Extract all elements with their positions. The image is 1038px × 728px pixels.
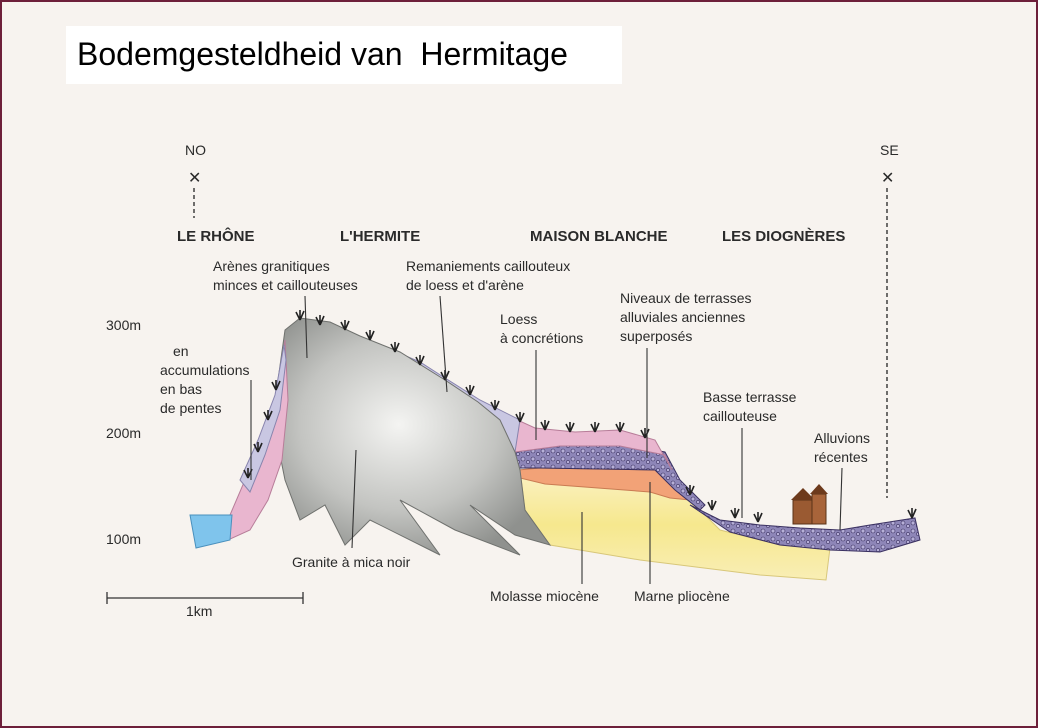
slide-title: Bodemgesteldheid van Hermitage [77, 36, 568, 72]
label-granite: Granite à mica noir [292, 554, 411, 570]
label-accum-line2: accumulations [160, 362, 250, 378]
label-remaniements-line2: de loess et d'arène [406, 277, 524, 293]
label-niveaux-line3: superposés [620, 328, 692, 344]
scale-bar [106, 592, 304, 604]
vines [243, 310, 917, 523]
label-niveaux-line2: alluviales anciennes [620, 309, 745, 325]
label-remaniements-line1: Remaniements caillouteux [406, 258, 570, 274]
label-molasse: Molasse miocène [490, 588, 599, 604]
lower-terrace-layer [689, 504, 921, 553]
altitude-200: 200m [106, 425, 141, 441]
leader-granite [351, 449, 357, 549]
direction-no: NO [185, 142, 206, 158]
label-marne: Marne pliocène [634, 588, 730, 604]
label-basse-line2: caillouteuse [703, 408, 777, 424]
cross-marker-right-icon: ✕ [881, 170, 894, 187]
label-accum-line1: en [173, 343, 189, 359]
label-loess-line2: à concrétions [500, 330, 583, 346]
scale-label: 1km [186, 603, 212, 619]
title-box [66, 26, 622, 84]
label-niveaux-line1: Niveaux de terrasses [620, 290, 752, 306]
label-arenes-line1: Arènes granitiques [213, 258, 330, 274]
place-maison-blanche: MAISON BLANCHE [530, 228, 668, 245]
leader-arenes [304, 295, 308, 359]
granite-layer [274, 317, 552, 556]
altitude-300: 300m [106, 317, 141, 333]
label-accum-line3: en bas [160, 381, 202, 397]
label-loess-line1: Loess [500, 311, 537, 327]
cross-marker-left-icon: ✕ [188, 170, 201, 187]
place-les-diogneres: LES DIOGNÈRES [722, 228, 845, 245]
label-basse-line1: Basse terrasse [703, 389, 797, 405]
label-alluvions-line1: Alluvions [814, 430, 870, 446]
label-accum-line4: de pentes [160, 400, 222, 416]
label-alluvions-line2: récentes [814, 449, 868, 465]
leader-alluvions [839, 467, 843, 531]
leader-remaniements [439, 295, 448, 393]
place-le-rhone: LE RHÔNE [177, 227, 255, 245]
house-icon [791, 484, 828, 525]
rhone-water [189, 514, 233, 549]
direction-se: SE [880, 142, 899, 158]
altitude-100: 100m [106, 531, 141, 547]
label-arenes-line2: minces et caillouteuses [213, 277, 358, 293]
place-l-hermite: L'HERMITE [340, 228, 420, 245]
